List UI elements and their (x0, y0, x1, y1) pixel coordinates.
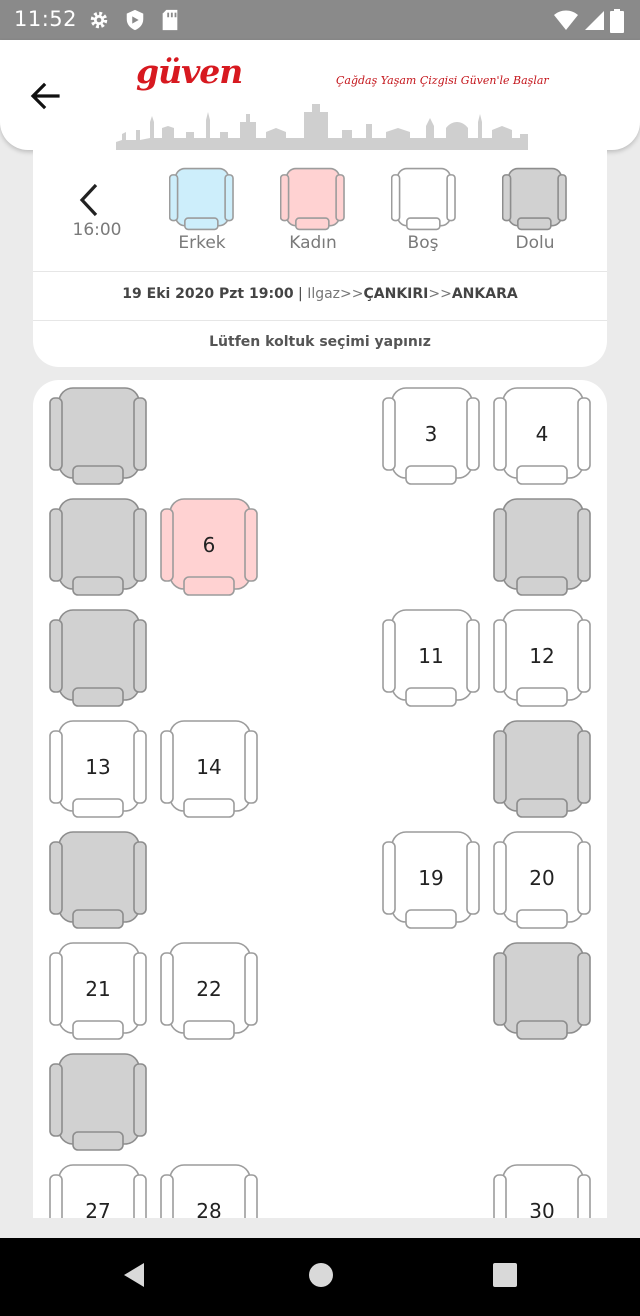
seat-icon (49, 1053, 147, 1151)
seat-occupied (493, 717, 593, 821)
seat-selection-hint: Lütfen koltuk seçimi yapınız (209, 334, 431, 350)
seat-icon (493, 498, 591, 596)
seat-3[interactable]: 3 (382, 384, 482, 488)
seat-occupied (49, 495, 149, 599)
legend-label-male: Erkek (178, 233, 226, 253)
brand-logo: güven (136, 52, 243, 91)
legend-label-female: Kadın (289, 233, 337, 253)
divider (33, 320, 607, 321)
seat-13[interactable]: 13 (49, 717, 149, 821)
seat-occupied (49, 384, 149, 488)
app-header: güven Çağdaş Yaşam Çizgisi Güven'le Başl… (0, 40, 640, 150)
seat-number: 4 (535, 422, 549, 446)
recents-square-icon[interactable] (490, 1260, 520, 1290)
trip-info: 19 Eki 2020 Pzt 19:00 | Ilgaz>>ÇANKIRI>>… (122, 286, 518, 302)
city-skyline-image (116, 104, 528, 150)
seat-19[interactable]: 19 (382, 828, 482, 932)
wifi-icon (554, 10, 578, 30)
seat-icon (382, 387, 480, 485)
seat-11[interactable]: 11 (382, 606, 482, 710)
back-triangle-icon[interactable] (120, 1260, 150, 1290)
seat-number: 6 (202, 533, 216, 557)
divider (33, 271, 607, 272)
seat-icon (160, 498, 258, 596)
gear-icon (90, 11, 108, 29)
seat-icon (493, 942, 591, 1040)
seat-number: 14 (196, 755, 222, 779)
seat-icon (160, 942, 258, 1040)
seat-number: 12 (529, 644, 555, 668)
seat-14[interactable]: 14 (160, 717, 260, 821)
shield-icon (126, 9, 144, 31)
legend-label-occupied: Dolu (515, 233, 555, 253)
seat-number: 28 (196, 1199, 222, 1218)
battery-icon (610, 9, 624, 33)
seat-6[interactable]: 6 (160, 495, 260, 599)
seat-icon (493, 720, 591, 818)
legend-female-seat-icon (280, 167, 345, 231)
seat-icon (382, 831, 480, 929)
previous-trip-time[interactable]: 16:00 (72, 220, 122, 240)
seat-icon (49, 387, 147, 485)
legend-occupied-seat-icon (502, 167, 567, 231)
seat-number: 27 (85, 1199, 111, 1218)
seat-icon (49, 609, 147, 707)
legend-male-seat-icon (169, 167, 234, 231)
seat-21[interactable]: 21 (49, 939, 149, 1043)
seat-30[interactable]: 30 (493, 1161, 593, 1218)
navigation-bar (0, 1238, 640, 1316)
signal-icon (585, 11, 604, 30)
seat-22[interactable]: 22 (160, 939, 260, 1043)
seat-number: 19 (418, 866, 444, 890)
brand-tagline: Çağdaş Yaşam Çizgisi Güven'le Başlar (336, 74, 549, 87)
seat-number: 20 (529, 866, 555, 890)
seat-12[interactable]: 12 (493, 606, 593, 710)
status-bar: 11:52 (0, 0, 640, 40)
seat-icon (382, 609, 480, 707)
seat-icon (493, 387, 591, 485)
seat-icon (493, 1164, 591, 1218)
seat-occupied (493, 939, 593, 1043)
seat-icon (49, 1164, 147, 1218)
arrow-left-icon[interactable] (26, 78, 66, 114)
seat-number: 22 (196, 977, 222, 1001)
seat-icon (49, 831, 147, 929)
status-time: 11:52 (14, 7, 78, 31)
seat-occupied (49, 828, 149, 932)
home-circle-icon[interactable] (306, 1260, 336, 1290)
seat-number: 3 (424, 422, 438, 446)
seat-icon (160, 720, 258, 818)
seat-map: 3 4 6 11 12 13 14 (33, 380, 607, 1218)
seat-icon (49, 942, 147, 1040)
seat-number: 30 (529, 1199, 555, 1218)
seat-20[interactable]: 20 (493, 828, 593, 932)
seat-icon (493, 831, 591, 929)
seat-occupied (493, 495, 593, 599)
seat-occupied (49, 606, 149, 710)
seat-icon (493, 609, 591, 707)
seat-28[interactable]: 28 (160, 1161, 260, 1218)
chevron-left-icon[interactable] (74, 182, 104, 218)
sd-card-icon (162, 9, 178, 31)
seat-icon (49, 720, 147, 818)
seat-icon (49, 498, 147, 596)
seat-number: 21 (85, 977, 111, 1001)
seat-number: 13 (85, 755, 111, 779)
seat-4[interactable]: 4 (493, 384, 593, 488)
legend-label-empty: Boş (407, 233, 439, 253)
seat-icon (160, 1164, 258, 1218)
legend-empty-seat-icon (391, 167, 456, 231)
seat-occupied (49, 1050, 149, 1154)
seat-number: 11 (418, 644, 444, 668)
seat-27[interactable]: 27 (49, 1161, 149, 1218)
